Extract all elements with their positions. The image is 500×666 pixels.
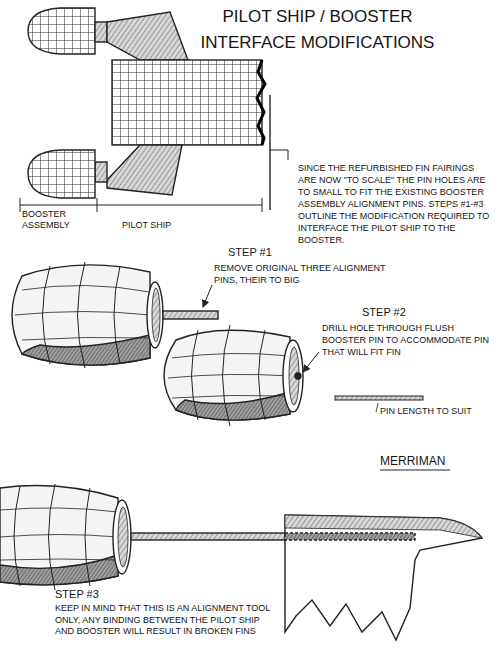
dimension-note: PIN LENGTH TO SUIT [380,406,492,417]
step-label: STEP #1 [228,246,308,259]
group-label: BOOSTER ASSEMBLY [22,209,94,231]
note-text: KEEP IN MIND THAT THIS IS AN ALIGNMENT T… [55,603,270,638]
note-text: SINCE THE REFURBISHED FIN FAIRINGS ARE N… [298,162,494,246]
title: PILOT SHIP / BOOSTER INTERFACE MODIFICAT… [200,4,435,56]
note-text: REMOVE ORIGINAL THREE ALIGNMENT PINS, TH… [214,262,402,286]
signature: MERRIMAN [380,454,470,468]
step-label: STEP #3 [55,588,135,601]
group-label: PILOT SHIP [122,220,212,231]
note-text: DRILL HOLE THROUGH FLUSH BOOSTER PIN TO … [322,322,494,358]
booster-step3 [0,484,482,640]
signature-underline [380,469,450,470]
step-label: STEP #2 [362,306,442,319]
